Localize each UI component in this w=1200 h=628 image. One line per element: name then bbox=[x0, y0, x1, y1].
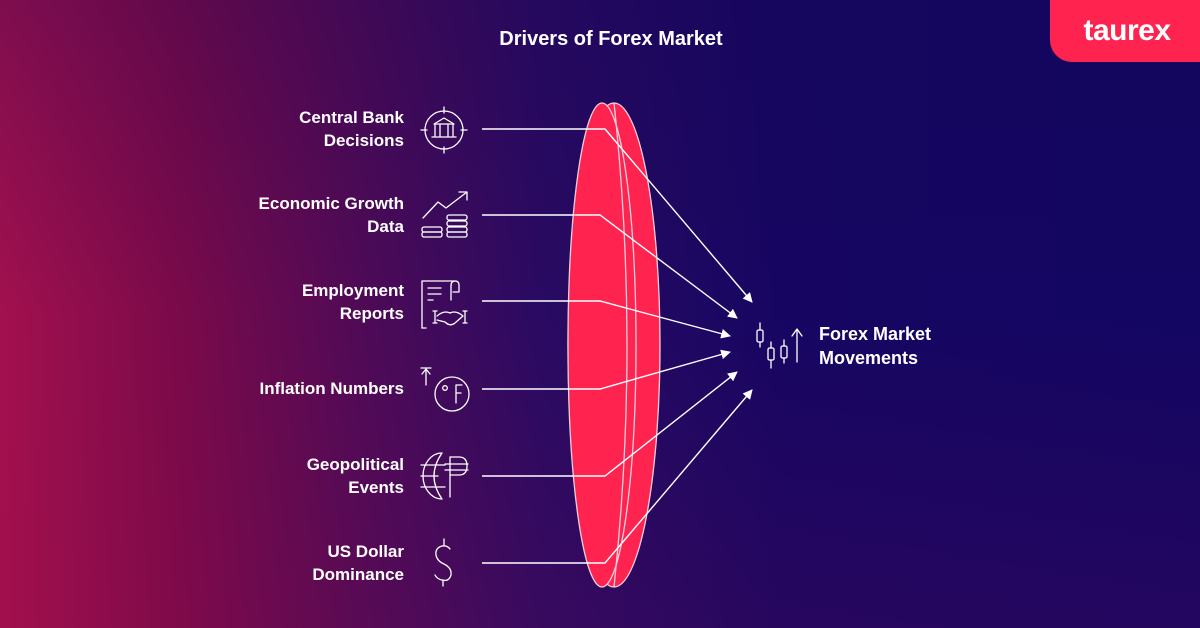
driver-employment-reports: Employment Reports bbox=[302, 279, 404, 325]
driver-label-line1: Inflation Numbers bbox=[259, 379, 404, 398]
target-forex-market-movements: Forex Market Movements bbox=[819, 322, 931, 370]
growth-coins-icon bbox=[421, 191, 468, 238]
target-label-line2: Movements bbox=[819, 348, 919, 368]
driver-us-dollar-dominance: US Dollar Dominance bbox=[312, 540, 404, 586]
lens bbox=[567, 102, 661, 588]
contract-handshake-icon bbox=[421, 280, 468, 329]
driver-central-bank-decisions: Central Bank Decisions bbox=[299, 106, 404, 152]
driver-label-line2: Data bbox=[367, 217, 404, 236]
temperature-rise-icon bbox=[420, 367, 470, 412]
taurex-logo[interactable]: taurex bbox=[1050, 0, 1200, 62]
driver-label-line1: Employment bbox=[301, 281, 404, 300]
driver-label-line2: Events bbox=[348, 478, 404, 497]
logo-text: taurex bbox=[1083, 14, 1171, 47]
driver-label-line2: Dominance bbox=[312, 565, 404, 584]
dollar-icon bbox=[434, 538, 452, 587]
driver-label-line1: Geopolitical bbox=[306, 455, 404, 474]
driver-label-line1: Economic Growth bbox=[258, 194, 404, 213]
driver-label-line2: Decisions bbox=[323, 131, 404, 150]
driver-geopolitical-events: Geopolitical Events bbox=[307, 453, 404, 499]
bank-target-icon bbox=[420, 106, 468, 154]
connector-lines bbox=[482, 128, 753, 564]
driver-label-line2: Reports bbox=[339, 304, 404, 323]
driver-economic-growth-data: Economic Growth Data bbox=[259, 192, 404, 238]
target-label-line1: Forex Market bbox=[819, 324, 932, 344]
driver-label-line1: Central Bank bbox=[299, 108, 404, 127]
driver-inflation-numbers: Inflation Numbers bbox=[259, 377, 404, 400]
diagram-title: Drivers of Forex Market bbox=[499, 28, 723, 50]
candlestick-chart-icon bbox=[756, 322, 803, 369]
globe-currency-icon bbox=[420, 452, 469, 500]
driver-label-line1: US Dollar bbox=[327, 542, 404, 561]
